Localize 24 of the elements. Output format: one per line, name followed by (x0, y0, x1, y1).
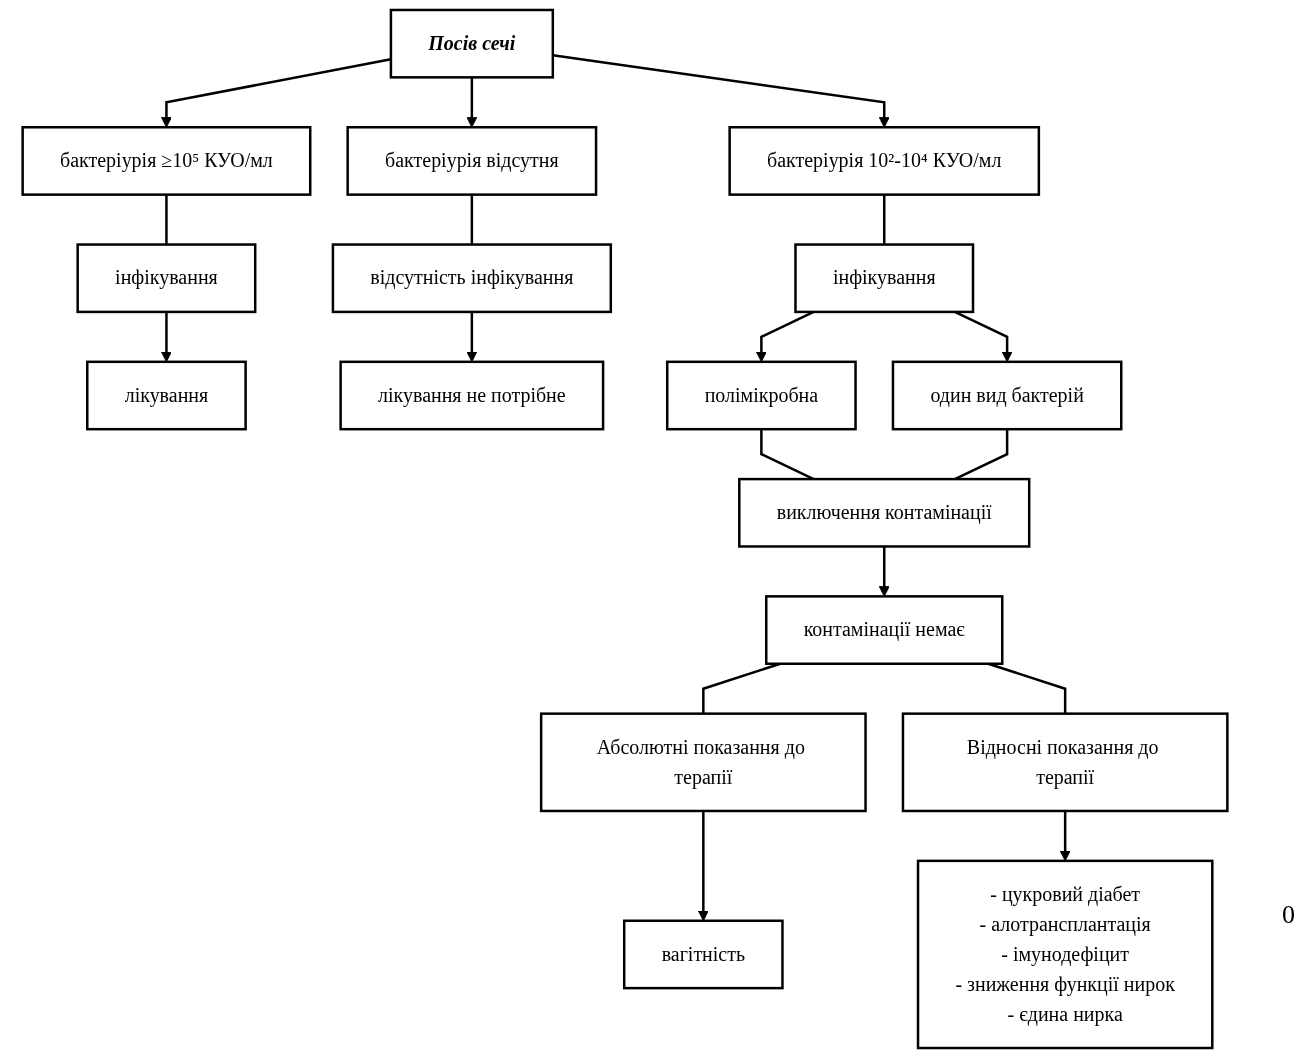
connector (470, 194, 474, 245)
node-box: відсутність інфікування (331, 243, 613, 314)
arrow (878, 546, 890, 597)
node-box: бактеріурія відсутня (346, 126, 598, 196)
connector (165, 194, 168, 245)
node-box: вагітність (622, 919, 784, 990)
node-box: один вид бактерій (891, 360, 1123, 431)
page-number: 0 (1282, 900, 1295, 929)
arrow (552, 53, 890, 128)
node-box: лікування не потрібне (339, 360, 605, 431)
node-box: лікування (86, 360, 247, 431)
node-box: виключення контамінації (738, 477, 1031, 548)
node-box: Абсолютні показання до терапії (539, 712, 867, 813)
node-box: бактеріурія 10²-10⁴ КУО/мл (728, 126, 1041, 196)
node-box: бактеріурія ≥10⁵ КУО/мл (21, 126, 312, 196)
connector (883, 194, 886, 245)
node-box: інфікування (794, 243, 975, 314)
node-box: контамінації немає (765, 595, 1004, 665)
node-box: інфікування (76, 243, 257, 314)
node-box: Відносні показання до терапії (901, 712, 1229, 813)
node-box: Посів сечі (389, 8, 555, 79)
node-box: полімікробна (666, 360, 857, 431)
node-box: - цукровий діабет - алотрансплантація - імунодефіцит - зниження функції нирок - єдина нирка (916, 859, 1214, 1050)
arrow (466, 77, 478, 128)
